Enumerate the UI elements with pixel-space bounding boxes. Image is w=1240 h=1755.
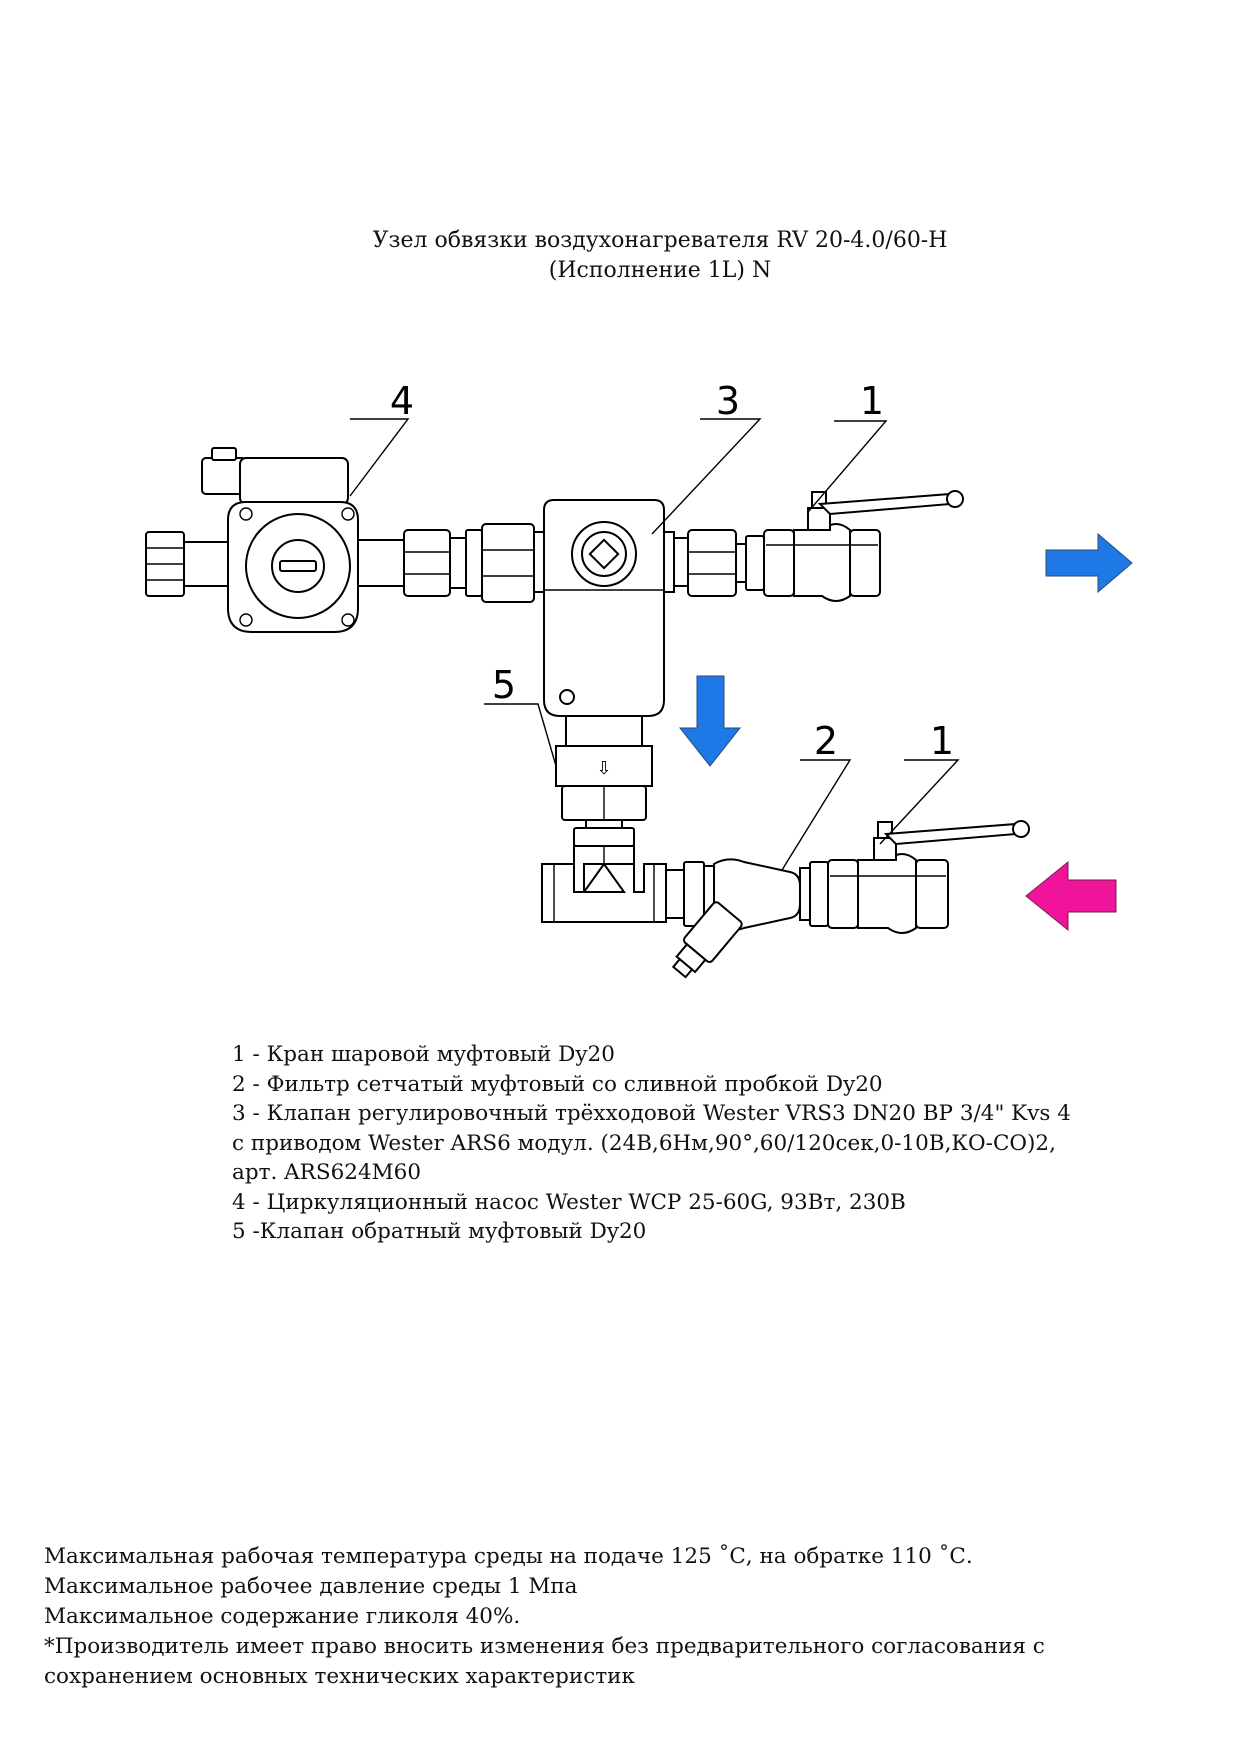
tee-fitting [541,845,667,923]
upper-ball-valve [763,490,964,602]
callout-number-5: 5 [492,663,516,707]
callout-number-3: 3 [716,379,740,423]
three-way-valve-with-actuator [533,499,675,717]
title-line-2: (Исполнение 1L) N [548,258,772,283]
check-valve: ⇩ [555,715,653,847]
note-line: Максимальная рабочая температура среды н… [44,1544,973,1569]
legend-item: арт. ARS624M60 [232,1160,421,1185]
legend-item: 1 - Кран шаровой муфтовый Dy20 [232,1042,615,1067]
specification-notes: Максимальная рабочая температура среды н… [44,1542,1045,1692]
strainer-and-fittings [665,858,829,979]
legend-item: с приводом Wester ARS6 модул. (24В,6Нм,9… [232,1130,1056,1156]
callout-number-4: 4 [390,379,414,423]
callout-leaders [349,418,960,871]
return-in-arrow [1025,860,1117,932]
upper-fittings-right [673,529,765,597]
document-title: Узел обвязки воздухонагревателя RV 20-4.… [0,226,1240,286]
note-line: сохранением основных технических характе… [44,1664,635,1689]
circulation-pump [145,447,405,633]
callout-number-1-lower: 1 [930,719,954,763]
check-valve-flow-symbol: ⇩ [596,758,611,779]
legend-item: 4 - Циркуляционный насос Wester WCP 25-6… [232,1189,906,1215]
parts-legend: 1 - Кран шаровой муфтовый Dy20 2 - Фильт… [232,1040,1071,1247]
callout-number-2: 2 [814,719,838,763]
note-line: Максимальное рабочее давление среды 1 Мп… [44,1574,578,1599]
legend-item: 3 - Клапан регулировочный трёхходовой We… [232,1101,1071,1126]
supply-out-arrow [1045,532,1133,594]
callout-number-1-upper: 1 [860,379,884,423]
upper-fittings-left [403,523,535,603]
lower-ball-valve [827,820,1030,934]
legend-item: 2 - Фильтр сетчатый муфтовый со сливной … [232,1071,883,1097]
legend-item: 5 -Клапан обратный муфтовый Dy20 [232,1219,647,1244]
title-line-1: Узел обвязки воздухонагревателя RV 20-4.… [372,228,948,253]
note-line: *Производитель имеет право вносить измен… [44,1634,1045,1659]
down-flow-arrow [678,675,742,767]
note-line: Максимальное содержание гликоля 40%. [44,1604,521,1629]
